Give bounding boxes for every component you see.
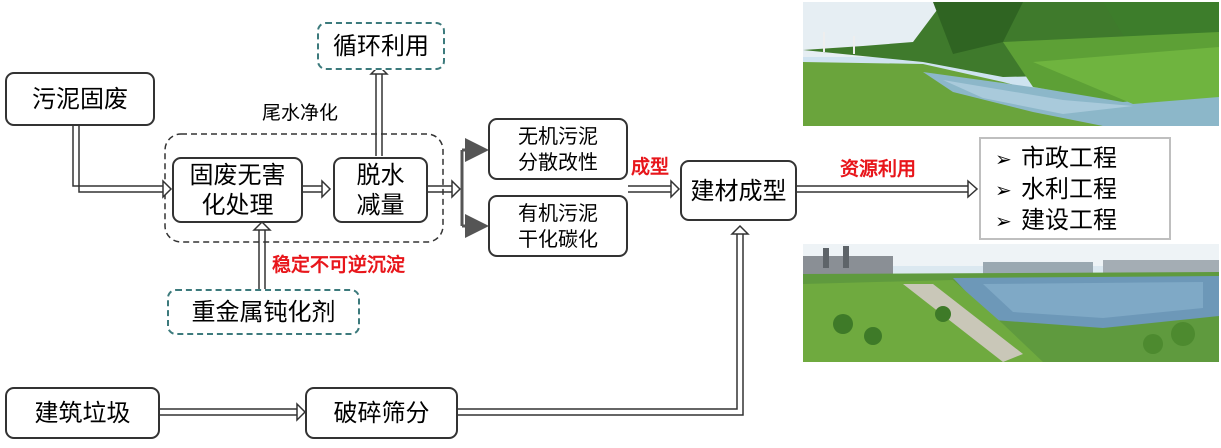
dewater-reduce-line2: 减量 — [356, 191, 405, 219]
arrow-harmless-to-dewater — [303, 185, 322, 193]
construction-waste-box: 建筑垃圾 — [5, 387, 160, 439]
harmless-treatment-box: 固废无害 化处理 — [172, 157, 303, 223]
river-embankment-photo — [803, 2, 1219, 126]
inorganic-sludge-line2: 分散改性 — [518, 150, 598, 174]
organic-sludge-line2: 干化碳化 — [518, 227, 598, 251]
bullet-arrow-icon: ➢ — [995, 178, 1012, 202]
inorganic-sludge-line1: 无机污泥 — [518, 124, 598, 148]
stable-irreversible-precipitate-label: 稳定不可逆沉淀 — [272, 254, 406, 276]
crush-screen-box: 破碎筛分 — [305, 387, 458, 439]
dewater-reduce-box: 脱水 减量 — [333, 157, 428, 223]
recycle-use-box: 循环利用 — [317, 22, 445, 70]
forming-label: 成型 — [631, 156, 670, 178]
dewater-reduce-line1: 脱水 — [356, 161, 405, 189]
arrow-sludge-to-harmless — [72, 124, 163, 187]
application-item: ➢市政工程 — [995, 144, 1117, 172]
arrow-crush-to-building-material — [458, 234, 744, 416]
bullet-arrow-icon: ➢ — [995, 147, 1012, 171]
organic-sludge-line1: 有机污泥 — [518, 201, 598, 225]
harmless-treatment-line1: 固废无害 — [189, 161, 286, 189]
heavy-metal-passivator-box: 重金属钝化剂 — [167, 289, 360, 335]
inorganic-sludge-box: 无机污泥 分散改性 — [488, 118, 628, 180]
arrow-dewater-to-recycle — [375, 74, 383, 156]
organic-sludge-box: 有机污泥 干化碳化 — [488, 195, 628, 257]
resource-utilization-label: 资源利用 — [840, 158, 917, 180]
arrow-to-applications — [796, 185, 968, 193]
bullet-arrow-icon: ➢ — [995, 209, 1012, 233]
arrow-waste-to-crush — [160, 408, 297, 416]
application-list: ➢市政工程 ➢水利工程 ➢建设工程 — [979, 137, 1171, 240]
building-material-forming-box: 建材成型 — [680, 160, 797, 221]
application-item: ➢建设工程 — [995, 206, 1117, 234]
application-item: ➢水利工程 — [995, 175, 1117, 203]
tail-water-purify-label: 尾水净化 — [262, 102, 339, 124]
harmless-treatment-line2: 化处理 — [201, 191, 274, 219]
arrow-dewater-to-branch — [428, 185, 452, 193]
city-waterfront-photo — [803, 244, 1219, 362]
arrow-passivator-to-harmless — [258, 230, 266, 289]
arrow-to-building-material — [628, 185, 671, 193]
sludge-solid-waste-box: 污泥固废 — [5, 72, 155, 126]
